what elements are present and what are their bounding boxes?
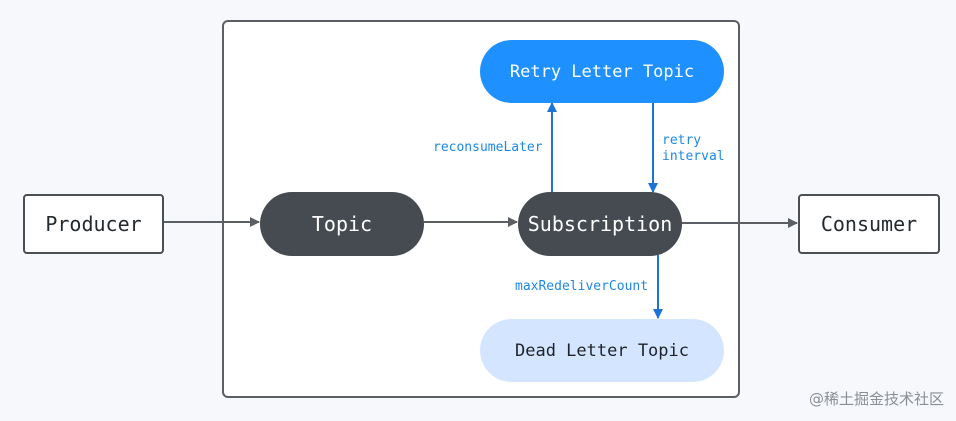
max-redeliver-count-label: maxRedeliverCount — [515, 279, 649, 294]
consumer-label: Consumer — [820, 212, 918, 236]
subscription-label: Subscription — [527, 212, 673, 236]
retry-letter-topic-label: Retry Letter Topic — [509, 61, 695, 82]
retry-interval-label: retry interval — [662, 133, 725, 164]
watermark: @稀土掘金技术社区 — [808, 390, 944, 408]
consumer-node: Consumer — [798, 194, 940, 254]
retry-letter-topic-node: Retry Letter Topic — [480, 40, 724, 103]
topic-node: Topic — [260, 192, 424, 256]
topic-label: Topic — [311, 212, 373, 236]
dead-letter-topic-node: Dead Letter Topic — [480, 319, 724, 382]
reconsume-later-label: reconsumeLater — [433, 140, 543, 155]
dead-letter-topic-label: Dead Letter Topic — [515, 340, 689, 361]
producer-node: Producer — [23, 194, 164, 254]
producer-label: Producer — [45, 212, 142, 236]
subscription-node: Subscription — [518, 192, 682, 256]
